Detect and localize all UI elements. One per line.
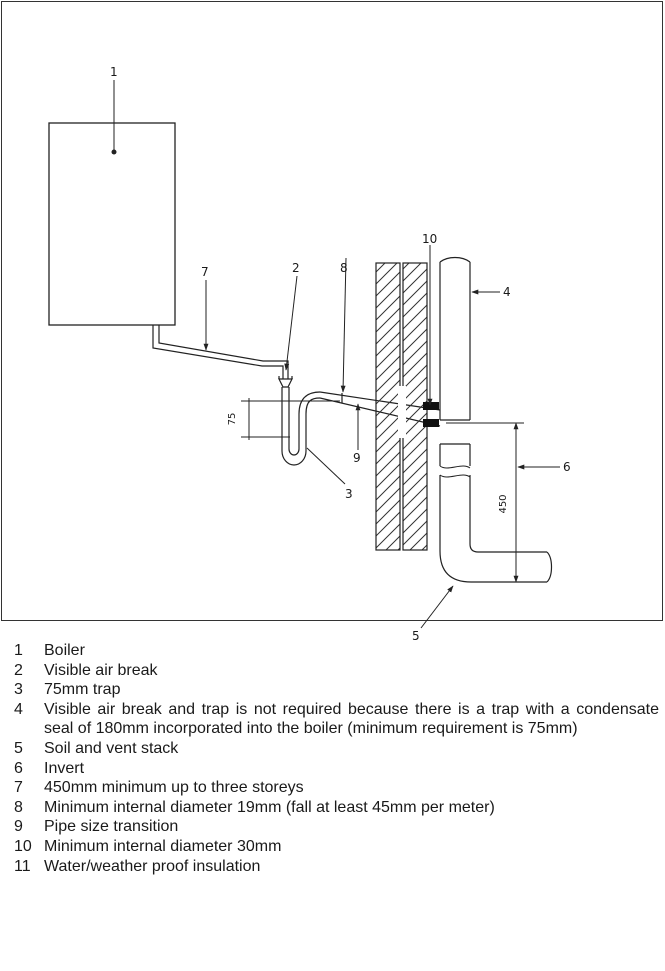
u-trap — [281, 387, 321, 466]
legend-text: Pipe size transition — [44, 818, 179, 836]
legend-item: 9 Pipe size transition — [14, 817, 659, 837]
legend-number: 2 — [14, 661, 23, 679]
legend-number: 9 — [14, 818, 23, 836]
condensate-drain-diagram: 75 450 1 7 2 8 10 4 9 6 3 5 — [48, 65, 571, 643]
insulation — [423, 402, 439, 427]
legend-number: 11 — [14, 857, 31, 875]
legend-number: 7 — [14, 779, 23, 797]
callout-5: 5 — [412, 629, 420, 643]
legend-item: 3 75mm trap — [14, 680, 659, 700]
legend-item: 8 Minimum internal diameter 19mm (fall at… — [14, 798, 659, 818]
legend-number: 6 — [14, 759, 23, 777]
legend-text: Visible air break and trap is not requir… — [44, 700, 659, 738]
legend-text: Invert — [44, 759, 85, 777]
legend-text: Minimum internal diameter 30mm — [44, 837, 282, 855]
dimension-75 — [241, 398, 340, 440]
legend-item: 4 Visible air break and trap is not requi… — [14, 700, 659, 739]
callout-4: 4 — [503, 285, 511, 299]
legend-number: 10 — [14, 837, 32, 855]
condensate-pipe — [152, 325, 289, 379]
legend-text: Minimum internal diameter 19mm (fall at … — [44, 798, 495, 816]
callout-6: 6 — [563, 460, 571, 474]
wall — [375, 262, 428, 551]
dimension-450 — [446, 422, 524, 583]
legend-text: Boiler — [44, 642, 85, 659]
legend-number: 1 — [14, 642, 23, 659]
legend-text: Visible air break — [44, 661, 158, 679]
diagram-frame — [1, 1, 663, 621]
legend-item: 10 Minimum internal diameter 30mm — [14, 837, 659, 857]
stack-break-mark — [439, 465, 471, 478]
legend-item: 5 Soil and vent stack — [14, 739, 659, 759]
legend-text: 75mm trap — [44, 681, 121, 699]
legend-number: 8 — [14, 798, 23, 816]
soil-vent-stack — [439, 256, 553, 583]
legend-text: 450mm minimum up to three storeys — [44, 779, 304, 797]
legend-text: Soil and vent stack — [44, 739, 179, 757]
legend-text: Water/weather proof insulation — [44, 857, 261, 875]
legend-item: 6 Invert — [14, 759, 659, 779]
legend-number: 3 — [14, 681, 23, 699]
legend-number: 4 — [14, 700, 23, 718]
callout-8: 8 — [340, 261, 348, 275]
legend-item: 7 450mm minimum up to three storeys — [14, 778, 659, 798]
leader-lines — [113, 80, 560, 629]
dimension-label-450: 450 — [498, 494, 509, 513]
callout-10: 10 — [422, 232, 437, 246]
callout-2: 2 — [292, 261, 300, 275]
legend-item: 2 Visible air break — [14, 661, 659, 681]
air-break-funnel — [278, 376, 293, 388]
dimension-label-75: 75 — [227, 413, 238, 426]
callout-7: 7 — [201, 265, 209, 279]
legend-item: 11 Water/weather proof insulation — [14, 857, 659, 877]
callout-1: 1 — [110, 65, 118, 79]
callout-9: 9 — [353, 451, 361, 465]
legend-item: 1 Boiler — [14, 641, 659, 661]
legend-number: 5 — [14, 739, 23, 757]
legend-list: 1 Boiler 2 Visible air break 3 75mm trap 4 V… — [14, 641, 659, 876]
boiler — [48, 122, 176, 326]
callout-3: 3 — [345, 487, 353, 501]
